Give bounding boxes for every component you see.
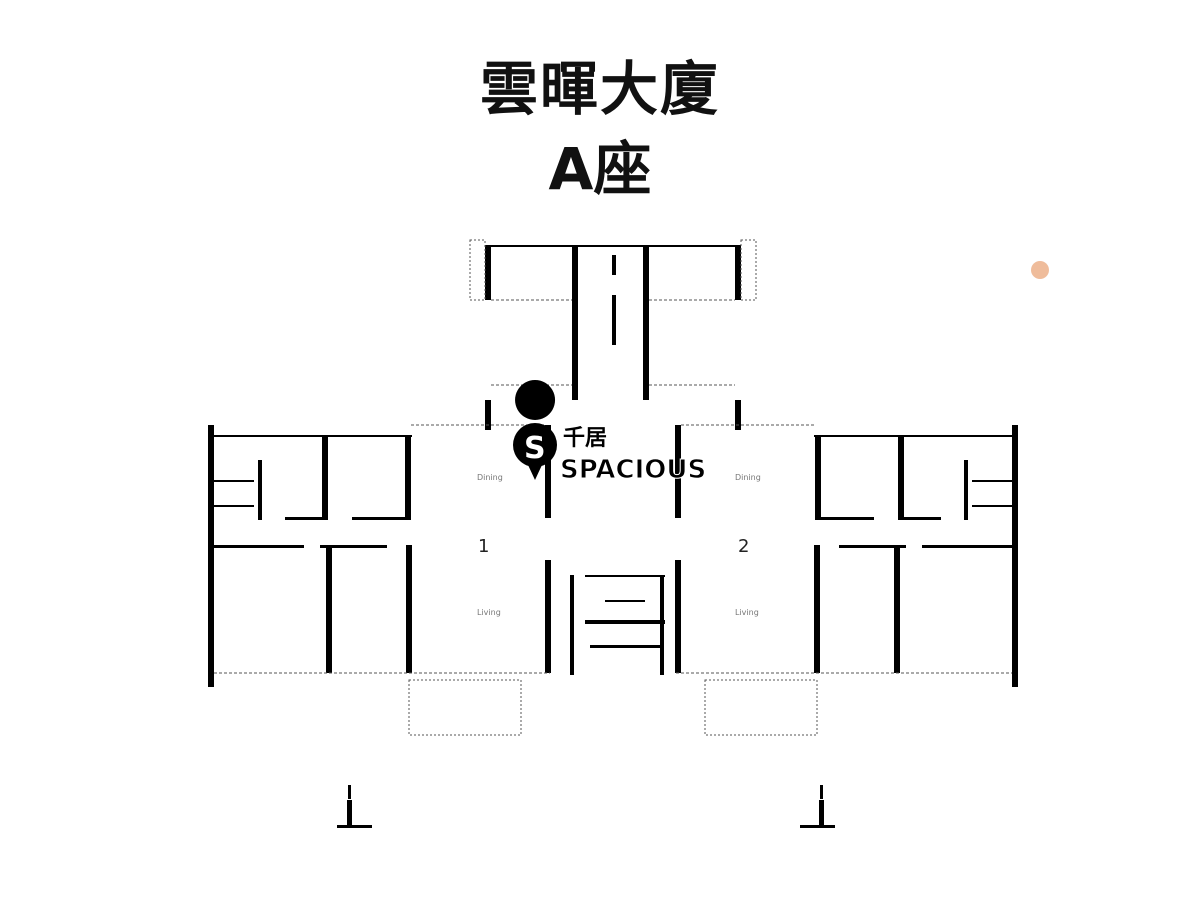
wall	[839, 545, 906, 548]
wall	[485, 245, 491, 300]
watermark-en: SPACIOUS	[560, 455, 706, 485]
partition-lines	[214, 239, 1012, 736]
wall	[590, 645, 660, 648]
wall	[545, 560, 551, 673]
wall	[735, 245, 741, 300]
wall	[972, 505, 1012, 507]
wall	[643, 245, 649, 400]
wall	[405, 437, 411, 520]
decorative-dot	[1031, 261, 1049, 279]
wall	[605, 600, 645, 602]
wall	[285, 517, 328, 520]
wall	[406, 545, 412, 673]
wall	[898, 437, 904, 520]
logo-letter: S	[524, 431, 546, 466]
wall	[320, 545, 387, 548]
wall	[675, 560, 681, 673]
wall	[214, 505, 254, 507]
wall	[922, 545, 1012, 548]
wall	[964, 460, 968, 520]
wall	[326, 545, 332, 673]
wall	[675, 425, 681, 518]
wall	[352, 517, 411, 520]
wall	[585, 575, 665, 577]
wall	[660, 575, 664, 675]
wall	[214, 435, 412, 437]
watermark-cn: 千居	[563, 426, 607, 451]
wall	[485, 245, 741, 247]
wall	[258, 460, 262, 520]
wall	[570, 575, 574, 675]
unit-number-2: 2	[738, 536, 749, 557]
balcony-outline	[704, 679, 818, 736]
balcony-outline	[740, 239, 757, 301]
wall	[485, 400, 491, 430]
wall	[898, 517, 941, 520]
watermark-logo: S 千居 SPACIOUS	[513, 380, 707, 486]
room-label-living-1: Living	[477, 608, 501, 617]
wall	[612, 255, 616, 275]
wall	[814, 435, 1012, 437]
unit-number-1: 1	[478, 536, 489, 557]
wall	[815, 437, 821, 520]
room-label-dining-1: Dining	[477, 473, 503, 482]
wall	[585, 620, 665, 624]
wall	[214, 545, 304, 548]
wall	[815, 517, 874, 520]
wall	[814, 545, 820, 673]
wall	[545, 425, 551, 518]
balcony-outline	[408, 679, 522, 736]
balcony-outline	[469, 239, 486, 301]
wall	[572, 245, 578, 400]
wall	[612, 295, 616, 345]
north-arrow-icon	[800, 785, 835, 828]
wall	[735, 400, 741, 430]
block-title: A座	[548, 135, 652, 203]
walls	[208, 245, 1018, 687]
wall	[214, 480, 254, 482]
wall	[322, 437, 328, 520]
building-title: 雲暉大廈	[479, 55, 720, 123]
north-arrow-icon	[337, 785, 372, 828]
room-label-living-2: Living	[735, 608, 759, 617]
wall	[894, 545, 900, 673]
room-label-dining-2: Dining	[735, 473, 761, 482]
wall	[208, 425, 214, 687]
wall	[972, 480, 1012, 482]
wall	[1012, 425, 1018, 687]
